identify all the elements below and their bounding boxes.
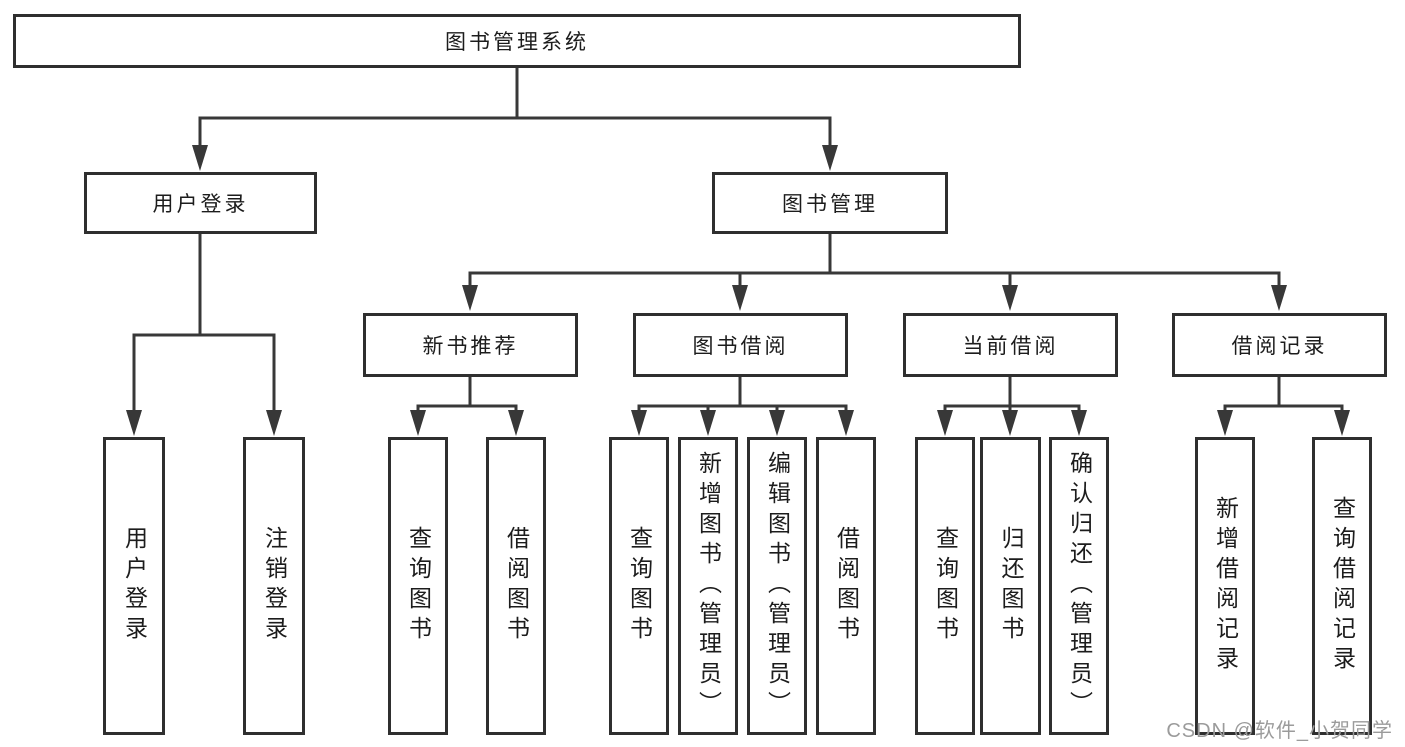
node-root-label: 图书管理系统 bbox=[445, 31, 589, 54]
leaf-add-borrow-record: 新增借阅记录 bbox=[1195, 437, 1255, 735]
leaf-add-borrow-record-label: 新增借阅记录 bbox=[1212, 496, 1239, 676]
leaf-add-book-admin-label: 新增图书（管理员） bbox=[695, 451, 722, 721]
leaf-add-book-admin: 新增图书（管理员） bbox=[678, 437, 738, 735]
node-current-borrow: 当前借阅 bbox=[903, 313, 1118, 377]
leaf-borrow-book-label: 借阅图书 bbox=[833, 526, 860, 646]
node-current-borrow-label: 当前借阅 bbox=[962, 335, 1059, 358]
leaf-query-book-current: 查询图书 bbox=[915, 437, 975, 735]
leaf-user-login-label: 用户登录 bbox=[121, 526, 148, 646]
leaf-query-book-current-label: 查询图书 bbox=[932, 526, 959, 646]
leaf-query-borrow-record-label: 查询借阅记录 bbox=[1329, 496, 1356, 676]
node-user-login-label: 用户登录 bbox=[152, 193, 249, 216]
leaf-confirm-return-admin-label: 确认归还（管理员） bbox=[1066, 451, 1093, 721]
node-borrow-record: 借阅记录 bbox=[1172, 313, 1387, 377]
leaf-query-book-recommend: 查询图书 bbox=[388, 437, 448, 735]
leaf-borrow-book-recommend-label: 借阅图书 bbox=[503, 526, 530, 646]
node-book-management: 图书管理 bbox=[712, 172, 948, 234]
leaf-edit-book-admin: 编辑图书（管理员） bbox=[747, 437, 807, 735]
csdn-watermark: CSDN @软件_小贺同学 bbox=[1166, 720, 1393, 742]
node-borrow-record-label: 借阅记录 bbox=[1231, 335, 1328, 358]
node-new-book-recommend-label: 新书推荐 bbox=[422, 335, 519, 358]
leaf-logout: 注销登录 bbox=[243, 437, 305, 735]
leaf-borrow-book-recommend: 借阅图书 bbox=[486, 437, 546, 735]
leaf-return-book: 归还图书 bbox=[980, 437, 1041, 735]
leaf-confirm-return-admin: 确认归还（管理员） bbox=[1049, 437, 1109, 735]
leaf-logout-label: 注销登录 bbox=[261, 526, 288, 646]
node-book-borrow-label: 图书借阅 bbox=[692, 335, 789, 358]
leaf-borrow-book: 借阅图书 bbox=[816, 437, 876, 735]
node-book-borrow: 图书借阅 bbox=[633, 313, 848, 377]
leaf-query-borrow-record: 查询借阅记录 bbox=[1312, 437, 1372, 735]
node-user-login: 用户登录 bbox=[84, 172, 317, 234]
leaf-return-book-label: 归还图书 bbox=[998, 526, 1024, 646]
leaf-query-book-borrow-label: 查询图书 bbox=[626, 526, 653, 646]
leaf-query-book-recommend-label: 查询图书 bbox=[405, 526, 432, 646]
node-new-book-recommend: 新书推荐 bbox=[363, 313, 578, 377]
leaf-edit-book-admin-label: 编辑图书（管理员） bbox=[764, 451, 791, 721]
node-root-system: 图书管理系统 bbox=[13, 14, 1021, 68]
leaf-user-login: 用户登录 bbox=[103, 437, 165, 735]
leaf-query-book-borrow: 查询图书 bbox=[609, 437, 669, 735]
node-book-management-label: 图书管理 bbox=[782, 193, 878, 216]
